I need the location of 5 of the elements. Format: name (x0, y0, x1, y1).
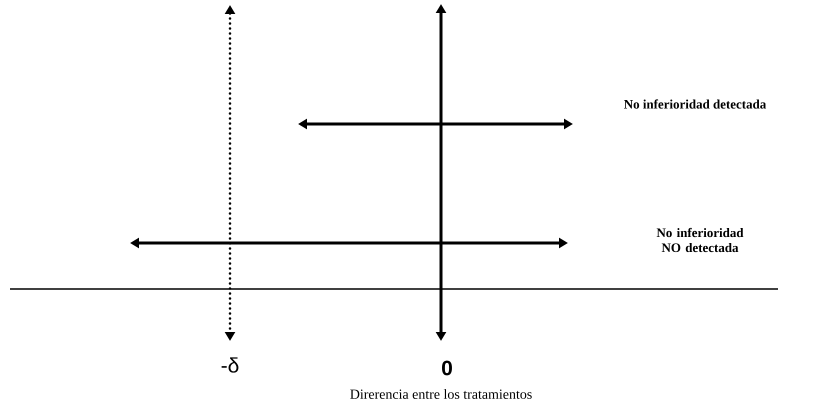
axis-title: Direrencia entre los tratamientos (350, 389, 532, 399)
margin-label: -δ (222, 357, 238, 373)
zero-label: 0 (442, 360, 452, 376)
result-label: No inferioridad detectada (624, 99, 766, 109)
result-label: No inferioridad NO detectada (656, 228, 744, 252)
